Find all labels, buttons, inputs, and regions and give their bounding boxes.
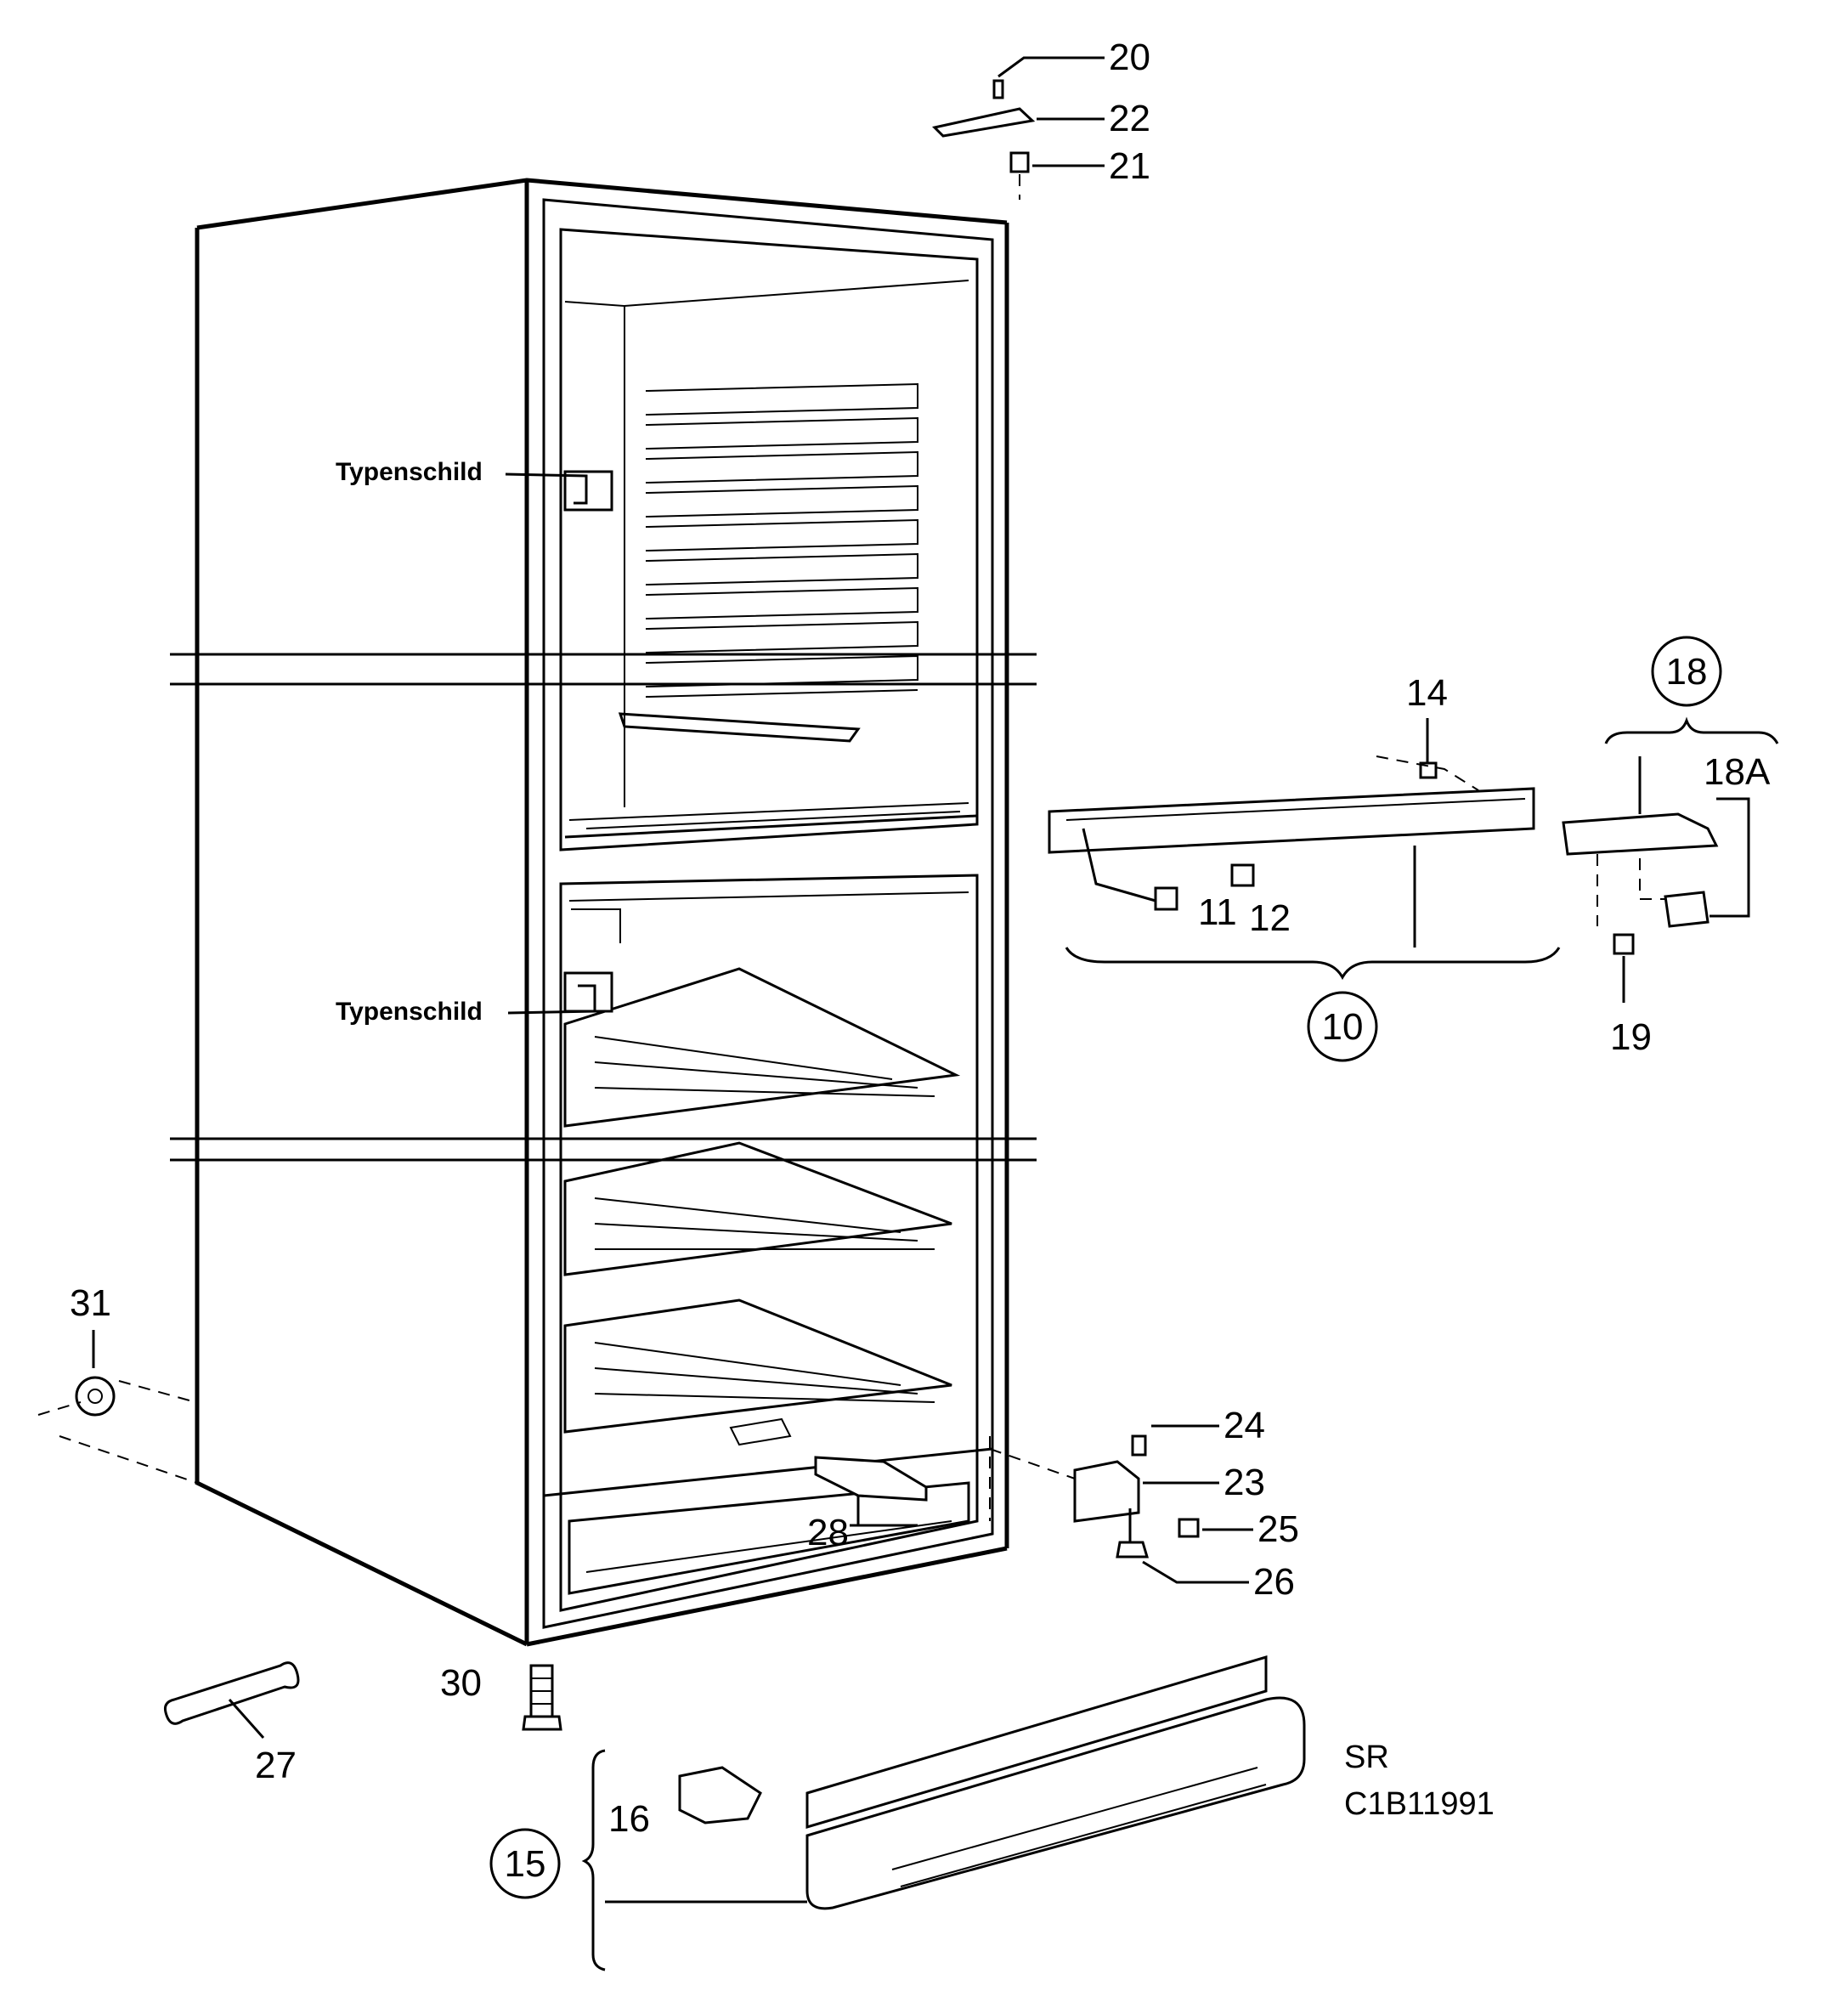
callout-26: 26: [1253, 1561, 1295, 1603]
rating-plate-upper: [563, 470, 613, 512]
screw-24-icon: [1131, 1434, 1147, 1457]
typenschild-label-upper: Typenschild: [336, 458, 483, 486]
callout-15: 15: [505, 1843, 546, 1885]
callout-10: 10: [1322, 1006, 1364, 1048]
foot-31-group: 31: [37, 1282, 198, 1484]
callout-25: 25: [1257, 1508, 1299, 1550]
nut-26-icon: [1116, 1541, 1150, 1559]
clip-16-icon: [678, 1766, 762, 1824]
screw-11-icon: [1154, 886, 1178, 911]
typenschild-label-lower: Typenschild: [336, 998, 483, 1026]
screw-19-icon: [1613, 933, 1635, 955]
door-bar-group: 11 12 14 10: [1048, 672, 1561, 1062]
drawing-code-sr: SR: [1344, 1740, 1389, 1775]
top-hinge-group: 20 22 21: [932, 37, 1150, 200]
callout-20: 20: [1109, 37, 1150, 78]
hinge-bracket-23-icon: [1073, 1460, 1140, 1523]
callout-31: 31: [70, 1282, 111, 1324]
spanner-27-group: 27: [164, 1661, 300, 1786]
callout-24: 24: [1224, 1405, 1265, 1446]
brace-10: [1065, 947, 1561, 981]
callout-21: 21: [1109, 145, 1150, 187]
screw-icon: [992, 79, 1004, 99]
kickplate-15-group: 16 15: [489, 1655, 1306, 1972]
callout-14: 14: [1406, 672, 1448, 714]
hinge-plate-icon: [932, 107, 1036, 138]
screw-25-icon: [1178, 1518, 1200, 1538]
typenschild-leader-lower: [507, 984, 596, 1015]
lower-hinge-group: 18 18A 19: [1562, 636, 1779, 1058]
screw-12-icon: [1230, 863, 1255, 887]
typenschild-leader-upper: [505, 472, 588, 505]
hinge-pin-icon: [1009, 151, 1030, 173]
kickplate-top-rail: [805, 1655, 1268, 1830]
callout-19: 19: [1610, 1016, 1652, 1058]
door-bar-10: [1048, 787, 1535, 854]
drawing-code-id: C1B11991: [1344, 1786, 1495, 1822]
bottom-hinge-group: 24 23 25 26: [989, 1405, 1299, 1603]
callout-27: 27: [255, 1745, 297, 1786]
callout-18a: 18A: [1704, 751, 1771, 793]
callout-28: 28: [807, 1512, 849, 1553]
evaporator-fins: [645, 382, 918, 698]
callout-11: 11: [1198, 891, 1237, 933]
callout-16: 16: [608, 1798, 650, 1840]
callout-15-circle: [489, 1828, 561, 1899]
brace-15: [581, 1749, 606, 1972]
brace-18: [1604, 716, 1779, 744]
break-lines: [170, 653, 1037, 1162]
callout-12: 12: [1249, 897, 1291, 939]
hinge-18-icon: [1562, 812, 1719, 856]
callout-22: 22: [1109, 98, 1150, 139]
leader-28: [850, 1496, 918, 1527]
wire-shelves: [563, 967, 961, 1434]
callout-18: 18: [1666, 651, 1708, 693]
kickplate-15: [805, 1696, 1306, 1910]
callout-30: 30: [440, 1662, 482, 1704]
callout-18-circle: [1651, 636, 1722, 707]
callout-10-circle: [1307, 991, 1378, 1062]
spanner-icon: [164, 1661, 300, 1725]
callout-23: 23: [1224, 1462, 1265, 1503]
adjustable-foot-30-group: 30: [440, 1662, 562, 1731]
foot-31-icon: [75, 1376, 116, 1417]
clip-14-icon: [1419, 761, 1438, 779]
hinge-bush-18a-icon: [1664, 891, 1710, 928]
rating-plate-lower: [563, 971, 613, 1013]
refrigerator-cabinet: [170, 178, 1037, 1647]
